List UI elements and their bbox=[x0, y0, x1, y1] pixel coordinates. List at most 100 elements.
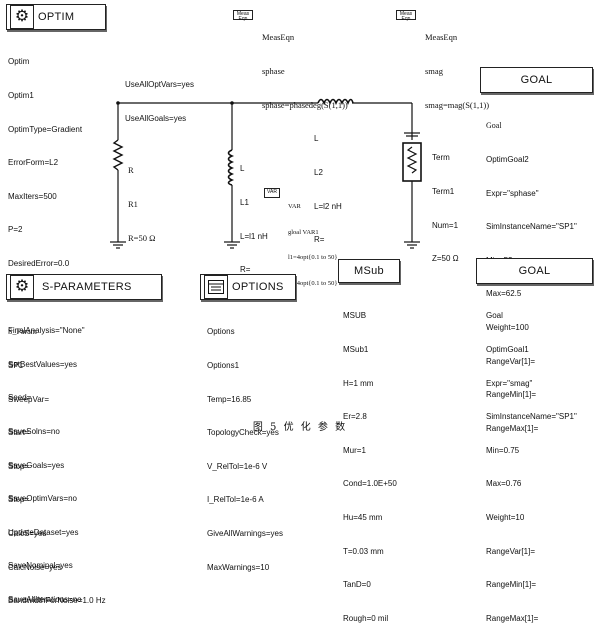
goal-header[interactable]: GOAL bbox=[476, 258, 593, 284]
param-line: Start= bbox=[8, 428, 30, 438]
param-line: H=1 mm bbox=[343, 378, 374, 388]
param-line: Cond=1.0E+50 bbox=[343, 479, 397, 489]
msub-title: MSub bbox=[354, 265, 384, 277]
sparam-title: S-PARAMETERS bbox=[42, 281, 132, 293]
param-line: TopologyCheck=yes bbox=[207, 428, 279, 438]
param-line: Mur=1 bbox=[343, 445, 366, 455]
label-line: Z=50 Ω bbox=[432, 254, 459, 264]
param-line: MaxIters=500 bbox=[8, 191, 57, 201]
param-line: GiveAllWarnings=yes bbox=[207, 528, 283, 538]
param-line: Rough=0 mil bbox=[343, 613, 389, 623]
param-line: OptimGoal1 bbox=[486, 345, 529, 354]
param-line: Optim1 bbox=[8, 91, 34, 100]
param-line: RangeVar[1]= bbox=[486, 356, 535, 366]
param-line: V_RelTol=1e-6 V bbox=[207, 461, 268, 471]
param-line: UseAllOptVars=yes bbox=[125, 80, 194, 90]
param-line: SetBestValues=yes bbox=[8, 359, 78, 369]
label-line: L=l1 nH bbox=[240, 231, 268, 241]
label-line: L=l2 nH bbox=[314, 201, 342, 211]
param-line: Optim bbox=[8, 57, 30, 67]
label-line: Num=1 bbox=[432, 220, 459, 230]
param-line: OptimGoal2 bbox=[486, 155, 529, 164]
options-header[interactable]: OPTIONS bbox=[200, 274, 296, 300]
optim-extra-params: UseAllOptVars=yes UseAllGoals=yes bbox=[125, 57, 194, 135]
msub-header[interactable]: MSub bbox=[338, 259, 400, 283]
param-line: S_Param bbox=[8, 327, 37, 337]
param-line: Max=62.5 bbox=[486, 289, 522, 299]
param-line: Goal bbox=[486, 311, 503, 321]
param-line: SP1 bbox=[8, 361, 24, 370]
param-line: SaveSolns=no bbox=[8, 426, 60, 436]
meas-line: sphase=phasedeg(S(1,1)) bbox=[262, 99, 348, 110]
param-line: MaxWarnings=10 bbox=[207, 562, 270, 572]
gear-icon: ⚙ bbox=[10, 5, 34, 29]
param-line: CalcS=yes bbox=[8, 528, 47, 538]
param-line: P=2 bbox=[8, 225, 23, 235]
goal-params: Goal OptimGoal1 Expr="smag" SimInstanceN… bbox=[486, 288, 577, 635]
param-line: Weight=100 bbox=[486, 322, 529, 332]
figure-caption: 图 5 优 化 参 数 bbox=[252, 422, 348, 433]
param-line: T=0.03 mm bbox=[343, 546, 384, 556]
meas-line: MeasEqn bbox=[262, 32, 295, 43]
label-line: R1 bbox=[128, 199, 138, 209]
schematic-wiring bbox=[110, 98, 422, 249]
options-title: OPTIONS bbox=[232, 281, 284, 293]
var-icon[interactable]: VAR bbox=[264, 188, 280, 198]
param-line: SimInstanceName="SP1" bbox=[486, 222, 577, 232]
param-line: OptimType=Gradient bbox=[8, 124, 83, 134]
param-line: Weight=10 bbox=[486, 512, 525, 522]
goal-header[interactable]: GOAL bbox=[480, 67, 593, 93]
param-line: gloal VAR1 bbox=[288, 228, 319, 236]
meas-eqn-sphase: MeasEqn sphase sphase=phasedeg(S(1,1)) bbox=[262, 10, 348, 122]
l2-label: L L2 L=l2 nH R= bbox=[314, 111, 342, 257]
meas-line: smag bbox=[425, 66, 443, 76]
var-params: VAR gloal VAR1 l1=4opt{0.1 to 50} l2=4op… bbox=[288, 186, 337, 297]
param-line: Hu=45 mm bbox=[343, 512, 383, 522]
param-line: TanD=0 bbox=[343, 580, 371, 590]
param-line: BandwidthForNoise=1.0 Hz bbox=[8, 596, 106, 606]
param-line: RangeMax[1]= bbox=[486, 613, 539, 623]
label-line: R bbox=[128, 165, 134, 176]
label-line: R= bbox=[240, 265, 251, 275]
param-line: Temp=16.85 bbox=[207, 394, 252, 404]
meas-line: sphase bbox=[262, 66, 285, 76]
gear-icon: ⚙ bbox=[10, 275, 34, 299]
meas-line: smag=mag(S(1,1)) bbox=[425, 99, 490, 110]
label-line: L2 bbox=[314, 168, 323, 177]
param-line: Options1 bbox=[207, 361, 240, 370]
param-line: Goal bbox=[486, 121, 502, 131]
meas-eqn-icon[interactable]: Meas Eqn bbox=[233, 10, 253, 22]
param-line: UseAllGoals=yes bbox=[125, 114, 187, 123]
meas-eqn-icon[interactable]: Meas Eqn bbox=[396, 10, 416, 22]
param-line: Options bbox=[207, 327, 235, 337]
param-line: l1=4opt{0.1 to 50} bbox=[288, 254, 338, 261]
term-label: Term Term1 Num=1 Z=50 Ω bbox=[432, 130, 459, 276]
optim-title: OPTIM bbox=[38, 11, 75, 23]
param-line: RangeVar[1]= bbox=[486, 546, 535, 556]
param-line: Expr="smag" bbox=[486, 378, 533, 388]
param-line: DesiredError=0.0 bbox=[8, 258, 70, 268]
param-line: SweepVar= bbox=[8, 394, 49, 404]
param-line: MSUB bbox=[343, 311, 367, 321]
optim-header[interactable]: ⚙ OPTIM bbox=[6, 4, 106, 30]
param-line: Expr="sphase" bbox=[486, 188, 539, 198]
param-line: MSub1 bbox=[343, 345, 369, 354]
label-line: Term1 bbox=[432, 187, 455, 196]
param-line: Seed= bbox=[8, 393, 32, 403]
param-line: CalcNoise=yes bbox=[8, 562, 62, 572]
label-line: R= bbox=[314, 235, 325, 245]
param-line: Step= bbox=[8, 495, 30, 505]
param-line: Er=2.8 bbox=[343, 412, 367, 422]
param-line: SimInstanceName="SP1" bbox=[486, 412, 577, 422]
label-line: L bbox=[240, 164, 245, 174]
sparam-header[interactable]: ⚙ S-PARAMETERS bbox=[6, 274, 162, 300]
param-line: I_RelTol=1e-6 A bbox=[207, 495, 264, 505]
label-line: L bbox=[314, 134, 319, 144]
meas-eqn-smag: MeasEqn smag smag=mag(S(1,1)) bbox=[425, 10, 489, 122]
param-line: VAR bbox=[288, 203, 301, 210]
param-line: l2=4opt{0.1 to 50} bbox=[288, 279, 338, 287]
label-line: R=50 Ω bbox=[128, 232, 156, 243]
param-line: ErrorForm=L2 bbox=[8, 158, 59, 168]
options-window-icon bbox=[204, 275, 228, 299]
meas-line: MeasEqn bbox=[425, 32, 458, 43]
